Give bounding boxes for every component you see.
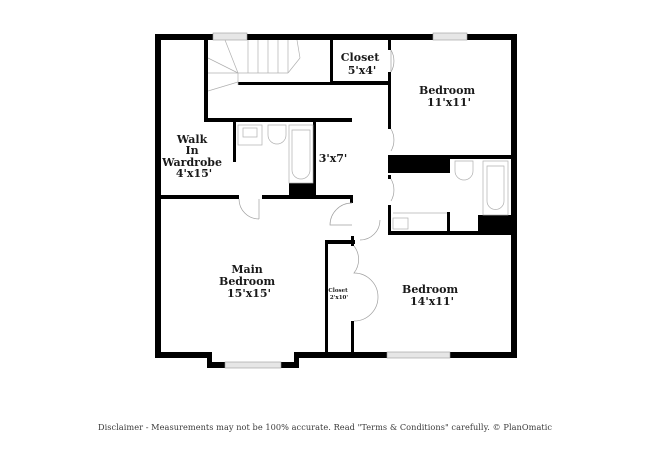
closet2-wall-top <box>325 240 355 244</box>
window-bedroom-bottom <box>386 351 451 359</box>
hall-closet-label: 3'x7' <box>319 152 348 165</box>
wall-south-right <box>450 352 517 358</box>
door-main-bedroom <box>238 198 260 220</box>
door-bath-right <box>390 178 395 202</box>
interior-walls <box>155 40 517 355</box>
closet-wall-right-top <box>388 40 391 50</box>
bath2-jamb <box>388 175 391 179</box>
door-closet2 <box>353 245 379 322</box>
staircase <box>207 39 301 92</box>
wall-south-left <box>155 352 211 358</box>
hall-wall-upper <box>204 118 352 122</box>
bay-right <box>294 352 299 368</box>
hall-post <box>350 195 353 203</box>
bay-left <box>207 352 212 368</box>
bath2-block <box>388 155 450 173</box>
window-main-bedroom <box>224 361 282 369</box>
bath-block <box>289 183 315 199</box>
bay-left-bottom <box>207 362 225 368</box>
wardrobe-label: Walk In Wardrobe 4'x15' <box>161 133 226 180</box>
closet-wall-bottom <box>330 81 390 84</box>
bath-fixtures-right <box>392 160 509 230</box>
bath2-wall-left <box>388 205 391 233</box>
bay-right-bottom <box>281 362 299 368</box>
closet2-wall-left <box>325 240 328 355</box>
wardrobe-wall <box>233 122 236 162</box>
doors <box>238 49 395 322</box>
bedroom2-wall-top <box>388 231 517 235</box>
door-hall-closet <box>329 202 353 226</box>
bath2-wall-top <box>388 155 517 159</box>
closet-wall-left <box>330 40 333 83</box>
bath-fixtures-left <box>237 124 314 184</box>
window-bedroom-top <box>432 32 468 41</box>
door-bedroom-bottom <box>359 219 381 241</box>
bath2-wall-mid <box>447 212 450 232</box>
windows <box>212 32 468 369</box>
bathtub-left <box>288 124 314 184</box>
bedroom-top-label: Bedroom 11'x11' <box>419 84 479 109</box>
toilet-left <box>267 124 287 145</box>
stair-wall-left <box>204 40 208 122</box>
wall-south-mid <box>294 352 387 358</box>
toilet-right <box>454 160 474 181</box>
bedroom-bottom-label: Bedroom 14'x11' <box>402 283 462 308</box>
door-closet-top <box>390 49 395 73</box>
bedroom-wall-left <box>388 72 391 129</box>
window-stair <box>212 32 248 41</box>
bathtub-right <box>482 160 509 216</box>
closet2-wall-right-bottom <box>351 321 354 355</box>
closet-top-label: Closet 5'x4' <box>341 51 383 77</box>
small-closet-label: Closet 2'x10' <box>328 288 349 301</box>
door-bedroom-top <box>390 128 395 152</box>
bath2-block-right <box>478 215 517 235</box>
sink-left <box>237 124 263 146</box>
wall-east <box>511 34 517 358</box>
bath-wall-right <box>313 122 316 197</box>
disclaimer-text: Disclaimer - Measurements may not be 100… <box>97 422 553 432</box>
main-bedroom-label: Main Bedroom 15'x15' <box>219 263 279 300</box>
closet2-wall-right-top <box>351 236 354 246</box>
wardrobe-wall-bottom <box>155 195 239 199</box>
wall-north <box>155 34 517 40</box>
room-labels: Closet 5'x4' Bedroom 11'x11' Walk In War… <box>161 51 479 308</box>
stair-wall-bottom <box>238 82 390 85</box>
sink-right <box>392 217 409 230</box>
